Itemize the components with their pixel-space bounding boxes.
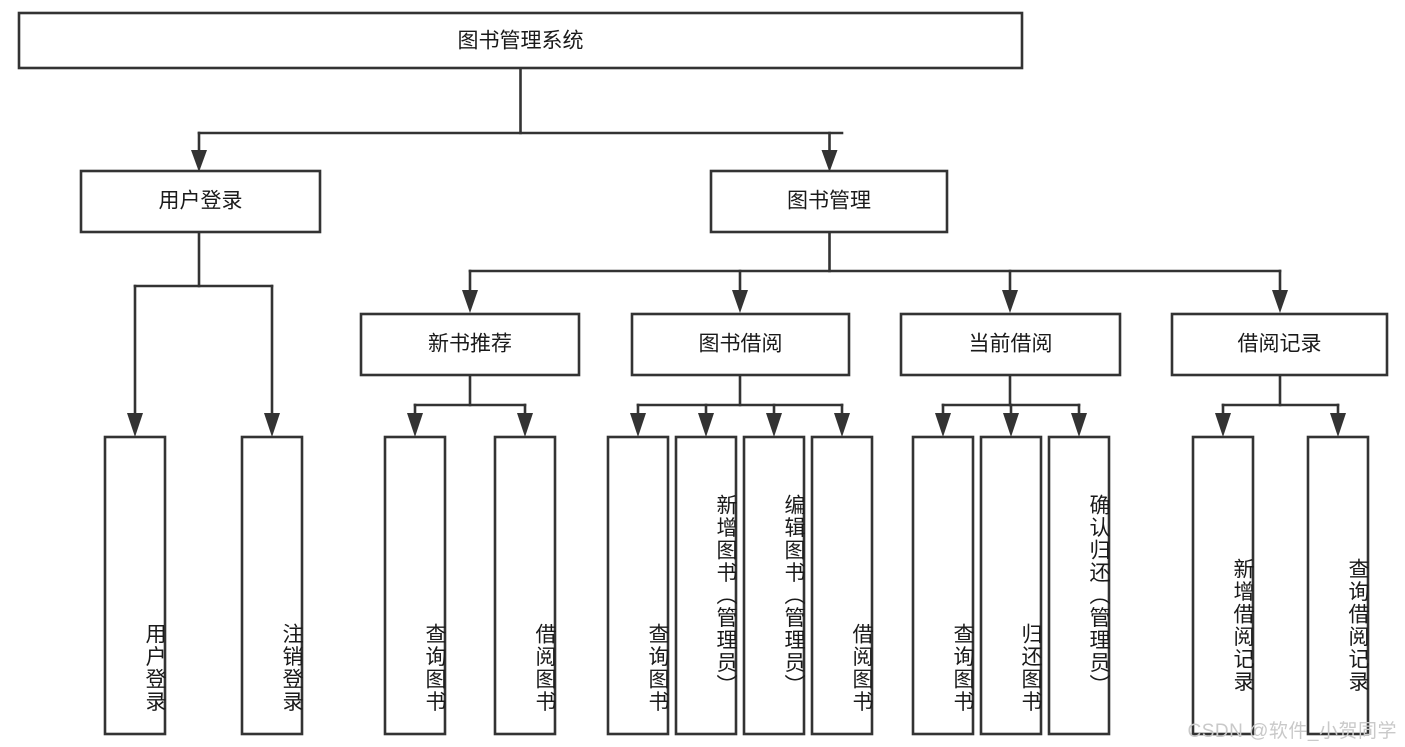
node-book-borrow-label: 图书借阅 bbox=[699, 333, 783, 356]
connectors-current-borrow-to-leaves bbox=[935, 373, 1087, 437]
node-user-login[interactable]: 用户登录 bbox=[79, 169, 322, 234]
node-book-manage[interactable]: 图书管理 bbox=[709, 169, 949, 234]
node-book-manage-box[interactable] bbox=[709, 169, 949, 234]
connectors-book-borrow-to-leaves bbox=[630, 373, 850, 437]
arrowhead-leaf-add-book bbox=[698, 413, 714, 437]
arrowhead-leaf-confirm-return bbox=[1071, 413, 1087, 437]
node-root[interactable]: 图书管理系统 bbox=[17, 11, 1024, 70]
leaf-add-record-box[interactable] bbox=[1191, 435, 1255, 736]
arrowhead-leaf-return-book bbox=[1003, 413, 1019, 437]
node-new-book-recommend-box[interactable] bbox=[359, 312, 581, 377]
leaf-query-book-2-box[interactable] bbox=[606, 435, 670, 736]
leaf-edit-book-box[interactable] bbox=[742, 435, 806, 736]
arrowhead-leaf-edit-book bbox=[766, 413, 782, 437]
arrowhead-leaf-logout-login bbox=[264, 413, 280, 437]
node-book-manage-label: 图书管理 bbox=[787, 190, 871, 213]
node-current-borrow-label: 当前借阅 bbox=[969, 333, 1053, 356]
arrowhead-leaf-query-book-1 bbox=[407, 413, 423, 437]
leaf-boxes bbox=[103, 435, 1370, 736]
arrowhead-leaf-query-record bbox=[1330, 413, 1346, 437]
leaf-borrow-book-2-box[interactable] bbox=[810, 435, 874, 736]
arrowhead-current-borrow bbox=[1002, 290, 1018, 313]
node-new-book-recommend-label: 新书推荐 bbox=[428, 333, 512, 356]
arrowhead-leaf-user-login bbox=[127, 413, 143, 437]
arrowhead-book-borrow bbox=[732, 290, 748, 313]
connectors-user-login-to-leaves bbox=[127, 230, 280, 437]
arrowhead-leaf-add-record bbox=[1215, 413, 1231, 437]
leaf-add-book-box[interactable] bbox=[674, 435, 738, 736]
arrowhead-new-book-recommend bbox=[462, 290, 478, 313]
leaf-user-login-box[interactable] bbox=[103, 435, 167, 736]
node-current-borrow[interactable]: 当前借阅 bbox=[899, 312, 1122, 377]
node-root-label: 图书管理系统 bbox=[458, 30, 584, 53]
arrowhead-leaf-query-book-2 bbox=[630, 413, 646, 437]
leaf-query-book-1-box[interactable] bbox=[383, 435, 447, 736]
node-new-book-recommend[interactable]: 新书推荐 bbox=[359, 312, 581, 377]
connectors-borrow-record-to-leaves bbox=[1215, 373, 1346, 437]
arrowhead-borrow-record bbox=[1272, 290, 1288, 313]
arrowhead-leaf-borrow-book-1 bbox=[517, 413, 533, 437]
node-book-borrow[interactable]: 图书借阅 bbox=[630, 312, 851, 377]
connectors-new-book-recommend-to-leaves bbox=[407, 373, 533, 437]
node-borrow-record-box[interactable] bbox=[1170, 312, 1389, 377]
connectors-root-to-level2 bbox=[191, 66, 844, 172]
node-borrow-record-label: 借阅记录 bbox=[1238, 333, 1322, 356]
csdn-watermark: CSDN @软件_小贺同学 bbox=[1187, 721, 1397, 742]
leaf-logout-login-box[interactable] bbox=[240, 435, 304, 736]
arrowhead-leaf-borrow-book-2 bbox=[834, 413, 850, 437]
arrowhead-user-login bbox=[191, 150, 207, 172]
leaf-borrow-book-1-box[interactable] bbox=[493, 435, 557, 736]
node-current-borrow-box[interactable] bbox=[899, 312, 1122, 377]
node-borrow-record[interactable]: 借阅记录 bbox=[1170, 312, 1389, 377]
node-root-box[interactable] bbox=[17, 11, 1024, 70]
node-user-login-box[interactable] bbox=[79, 169, 322, 234]
arrowhead-leaf-query-book-3 bbox=[935, 413, 951, 437]
leaf-confirm-return-box[interactable] bbox=[1047, 435, 1111, 736]
leaf-query-record-box[interactable] bbox=[1306, 435, 1370, 736]
connectors-book-manage-to-level3 bbox=[462, 230, 1288, 313]
arrowhead-book-manage bbox=[821, 150, 838, 172]
node-user-login-label: 用户登录 bbox=[159, 190, 243, 213]
leaf-return-book-box[interactable] bbox=[979, 435, 1043, 736]
node-book-borrow-box[interactable] bbox=[630, 312, 851, 377]
leaf-query-book-3-box[interactable] bbox=[911, 435, 975, 736]
